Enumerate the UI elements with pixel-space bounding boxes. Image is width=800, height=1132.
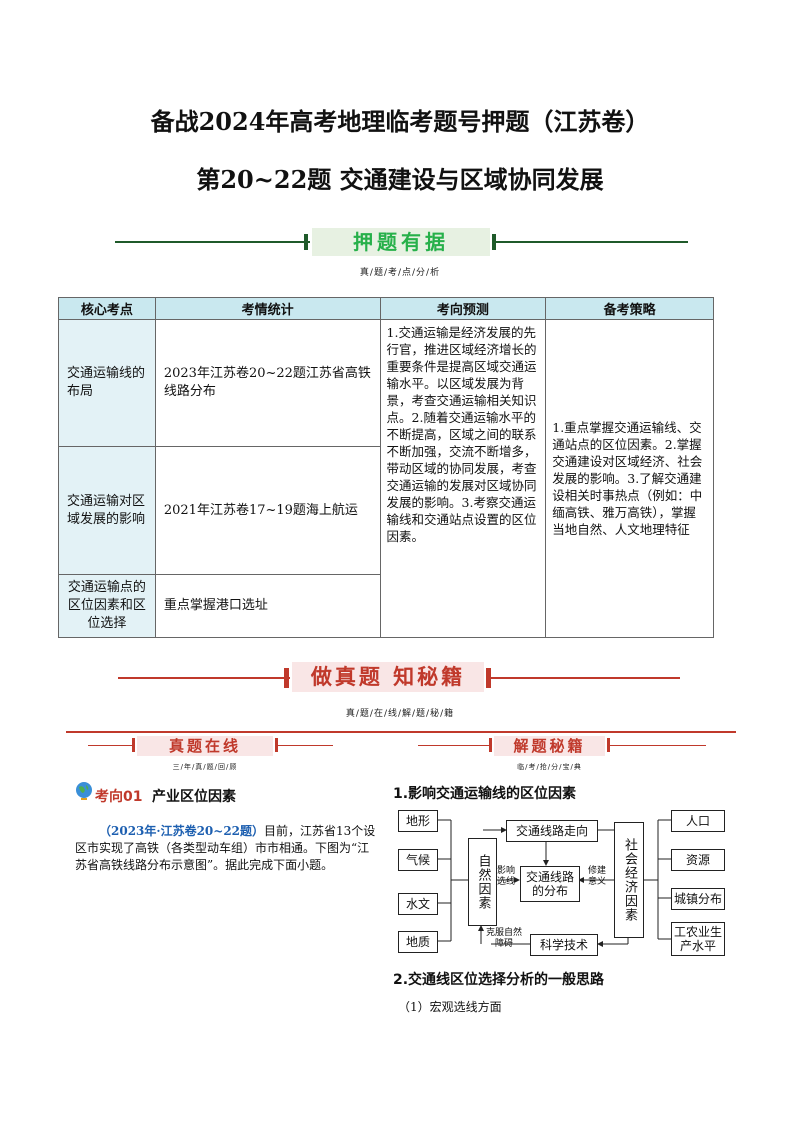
question-intro: （2023年·江苏卷20~22题）目前，江苏省13个设区市实现了高铁（各类型动车… — [75, 823, 380, 874]
page-subtitle: 第20~22题 交通建设与区域协同发展 — [196, 165, 604, 194]
factor-geology: 地质 — [398, 931, 438, 953]
table-header: 考情统计 — [154, 297, 381, 320]
table-cell-stat: 2023年江苏卷20~22题江苏省高铁线路分布 — [154, 319, 381, 447]
label-overcome: 克服自然障碍 — [486, 928, 523, 949]
table-cell-point: 交通运输线的布局 — [58, 319, 156, 447]
divider-right — [495, 241, 688, 243]
section-banner-yatiyouju: 押题有据 — [312, 228, 490, 256]
secret-subheading: （1）宏观选线方面 — [398, 1000, 502, 1014]
divider-left — [118, 677, 290, 679]
topic-number: 考向01 — [95, 789, 143, 805]
section-caption: 真/题/考/点/分/析 — [359, 268, 441, 278]
column-banner-jietimiji: 解题秘籍 — [494, 736, 605, 756]
table-cell-point: 交通运输对区域发展的影响 — [58, 446, 156, 575]
topic-heading: 产业区位因素 — [152, 789, 236, 805]
divider-cap — [492, 234, 496, 250]
column-banner-zhentizaixian: 真题在线 — [137, 736, 273, 756]
factor-towns: 城镇分布 — [671, 888, 725, 910]
divider-cap — [275, 738, 278, 752]
natural-factors: 自然因素 — [468, 838, 497, 926]
divider-left — [418, 745, 490, 746]
divider-cap — [304, 234, 308, 250]
divider-right — [610, 745, 706, 746]
factor-diagram: 地形 气候 水文 地质 自然因素 交通线路走向 交通线路的分布 影响选线 修建意… — [396, 808, 726, 958]
divider-cap — [607, 738, 610, 752]
column-top-rule — [66, 731, 736, 733]
divider-right — [278, 745, 333, 746]
table-cell-forecast: 1.交通运输是经济发展的先行官，推进区域经济增长的重要条件是提高区域交通运输水平… — [379, 319, 547, 638]
question-source: （2023年·江苏卷20~22题） — [99, 824, 265, 838]
divider-cap — [132, 738, 135, 752]
divider-left — [115, 241, 310, 243]
divider-left — [88, 745, 133, 746]
column-caption: 三/年/真/题/回/顾 — [172, 763, 238, 771]
label-build: 修建意义 — [587, 866, 606, 887]
factor-population: 人口 — [671, 810, 725, 832]
label-influence: 影响选线 — [496, 866, 515, 887]
globe-icon — [74, 781, 94, 801]
factor-climate: 气候 — [398, 849, 438, 871]
social-economic-factors: 社会经济因素 — [614, 822, 644, 938]
table-header: 考向预测 — [379, 297, 547, 320]
table-cell-point: 交通运输点的区位因素和区位选择 — [58, 574, 156, 638]
science-tech: 科学技术 — [530, 934, 598, 956]
factor-resources: 资源 — [671, 849, 725, 871]
table-header: 核心考点 — [58, 297, 156, 320]
factor-hydrology: 水文 — [398, 893, 438, 915]
route-distribution: 交通线路的分布 — [520, 866, 580, 902]
page-title: 备战2024年高考地理临考题号押题（江苏卷） — [150, 107, 650, 136]
secret-heading-2: 2.交通线区位选择分析的一般思路 — [393, 972, 605, 988]
divider-cap — [489, 738, 492, 752]
section-caption: 真/题/在/线/解/题/秘/籍 — [345, 709, 455, 719]
exam-analysis-table: 核心考点 考情统计 考向预测 备考策略 交通运输线的布局 2023年江苏卷20~… — [58, 297, 714, 638]
table-header: 备考策略 — [545, 297, 714, 320]
column-caption: 临/考/抢/分/宝/典 — [517, 763, 582, 771]
divider-cap — [486, 668, 491, 688]
divider-right — [490, 677, 680, 679]
factor-production: 工农业生产水平 — [671, 922, 725, 956]
divider-cap — [284, 668, 289, 688]
factor-terrain: 地形 — [398, 810, 438, 832]
route-direction: 交通线路走向 — [506, 820, 598, 842]
table-cell-stat: 2021年江苏卷17~19题海上航运 — [154, 446, 381, 575]
secret-heading-1: 1.影响交通运输线的区位因素 — [393, 786, 577, 802]
question-body: 目前，江苏省13个设区市实现了高铁（各类型动车组）市市相通。下图为“江苏省高铁线… — [75, 824, 376, 872]
table-cell-stat: 重点掌握港口选址 — [154, 574, 381, 638]
table-cell-strategy: 1.重点掌握交通运输线、交通站点的区位因素。2.掌握交通建设对区域经济、社会发展… — [545, 319, 714, 638]
section-banner-zuozhenti: 做真题 知秘籍 — [292, 662, 484, 692]
